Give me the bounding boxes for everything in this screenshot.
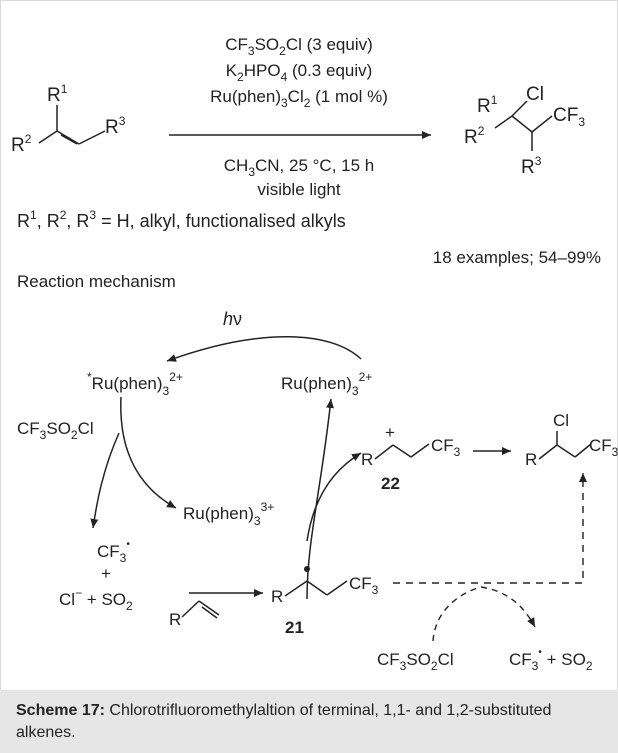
bottom-cf3so2cl: CF3SO2Cl: [377, 650, 454, 673]
condition-solvent: CH3CN, 25 °C, 15 h: [224, 156, 375, 179]
cation-22-cf3: CF3: [431, 436, 461, 459]
radical-dot: [304, 566, 310, 572]
substrate-r3: R3: [105, 114, 126, 138]
radical-21-r: R: [271, 587, 283, 606]
product-r1: R1: [477, 93, 498, 117]
light-hv: hν: [223, 309, 242, 329]
bottom-dashed-curve-left: [432, 586, 482, 642]
cation-22-r: R: [361, 450, 373, 469]
mech-product-chain: [538, 431, 592, 460]
mech-product-r: R: [525, 450, 537, 469]
oxidation-arrow: [120, 396, 177, 509]
bottom-dashed-curve-right: [480, 586, 536, 628]
product-structure: [494, 100, 553, 151]
product-r2: R2: [464, 124, 485, 148]
condition-light: visible light: [257, 180, 340, 199]
examples-yield: 18 examples; 54–99%: [433, 248, 601, 267]
excited-ru-complex: *Ru(phen)32+: [87, 370, 183, 398]
plus-sign: +: [101, 564, 111, 583]
substrate-r1: R1: [47, 82, 68, 106]
mechanism-cf3so2cl: CF3SO2Cl: [17, 419, 94, 442]
label-21: 21: [285, 618, 304, 637]
product-cf3: CF3: [553, 105, 585, 129]
mechanism-title: Reaction mechanism: [17, 272, 176, 291]
figure-caption: Scheme 17: Chlorotrifluoromethylaltion o…: [0, 690, 618, 753]
substrate-alkene: [38, 105, 106, 145]
reagent-catalyst: Ru(phen)3Cl2 (1 mol %): [210, 87, 388, 110]
product-r3: R3: [521, 154, 542, 178]
reagent-cf3so2cl: CF3SO2Cl (3 equiv): [225, 35, 373, 58]
propagation-dashed-arrow: [393, 473, 587, 584]
bottom-cf3-so2: CF3• + SO2: [509, 647, 593, 673]
alkene-r: R: [169, 610, 181, 629]
reduction-arrow-down: [90, 432, 120, 529]
product-cl: Cl: [526, 84, 544, 105]
radical-21-chain: [284, 580, 348, 597]
ru-complex-oxidized: Ru(phen)33+: [183, 500, 274, 528]
cf3-radical: CF3•: [97, 539, 130, 565]
ru-complex-ground: Ru(phen)32+: [281, 370, 372, 398]
cation-plus: +: [385, 423, 395, 442]
caption-label: Scheme 17:: [16, 702, 105, 719]
regeneration-arrow: [306, 398, 335, 600]
label-22: 22: [381, 474, 400, 493]
substituent-definition: R1, R2, R3 = H, alkyl, functionalised al…: [17, 208, 346, 231]
radical-21-cf3: CF3: [349, 574, 379, 597]
alkene-structure: [181, 600, 220, 619]
substrate-r2: R2: [11, 132, 32, 156]
oxidation-to-cation-arrow: [306, 452, 362, 542]
reagent-k2hpo4: K2HPO4 (0.3 equiv): [226, 61, 373, 84]
scheme-drawing: R1 R2 R3 CF3SO2Cl (3 equiv) K2HPO4 (0.3 …: [11, 35, 618, 673]
excitation-arrow: [166, 336, 362, 362]
chloride-so2: Cl− + SO2: [59, 586, 133, 613]
caption-text: Chlorotrifluoromethylaltion of terminal,…: [16, 702, 552, 741]
cation-22-chain: [374, 443, 430, 460]
mech-product-cf3: CF3: [589, 436, 618, 459]
mech-product-cl: Cl: [553, 411, 569, 430]
scheme-figure: R1 R2 R3 CF3SO2Cl (3 equiv) K2HPO4 (0.3 …: [0, 0, 618, 690]
